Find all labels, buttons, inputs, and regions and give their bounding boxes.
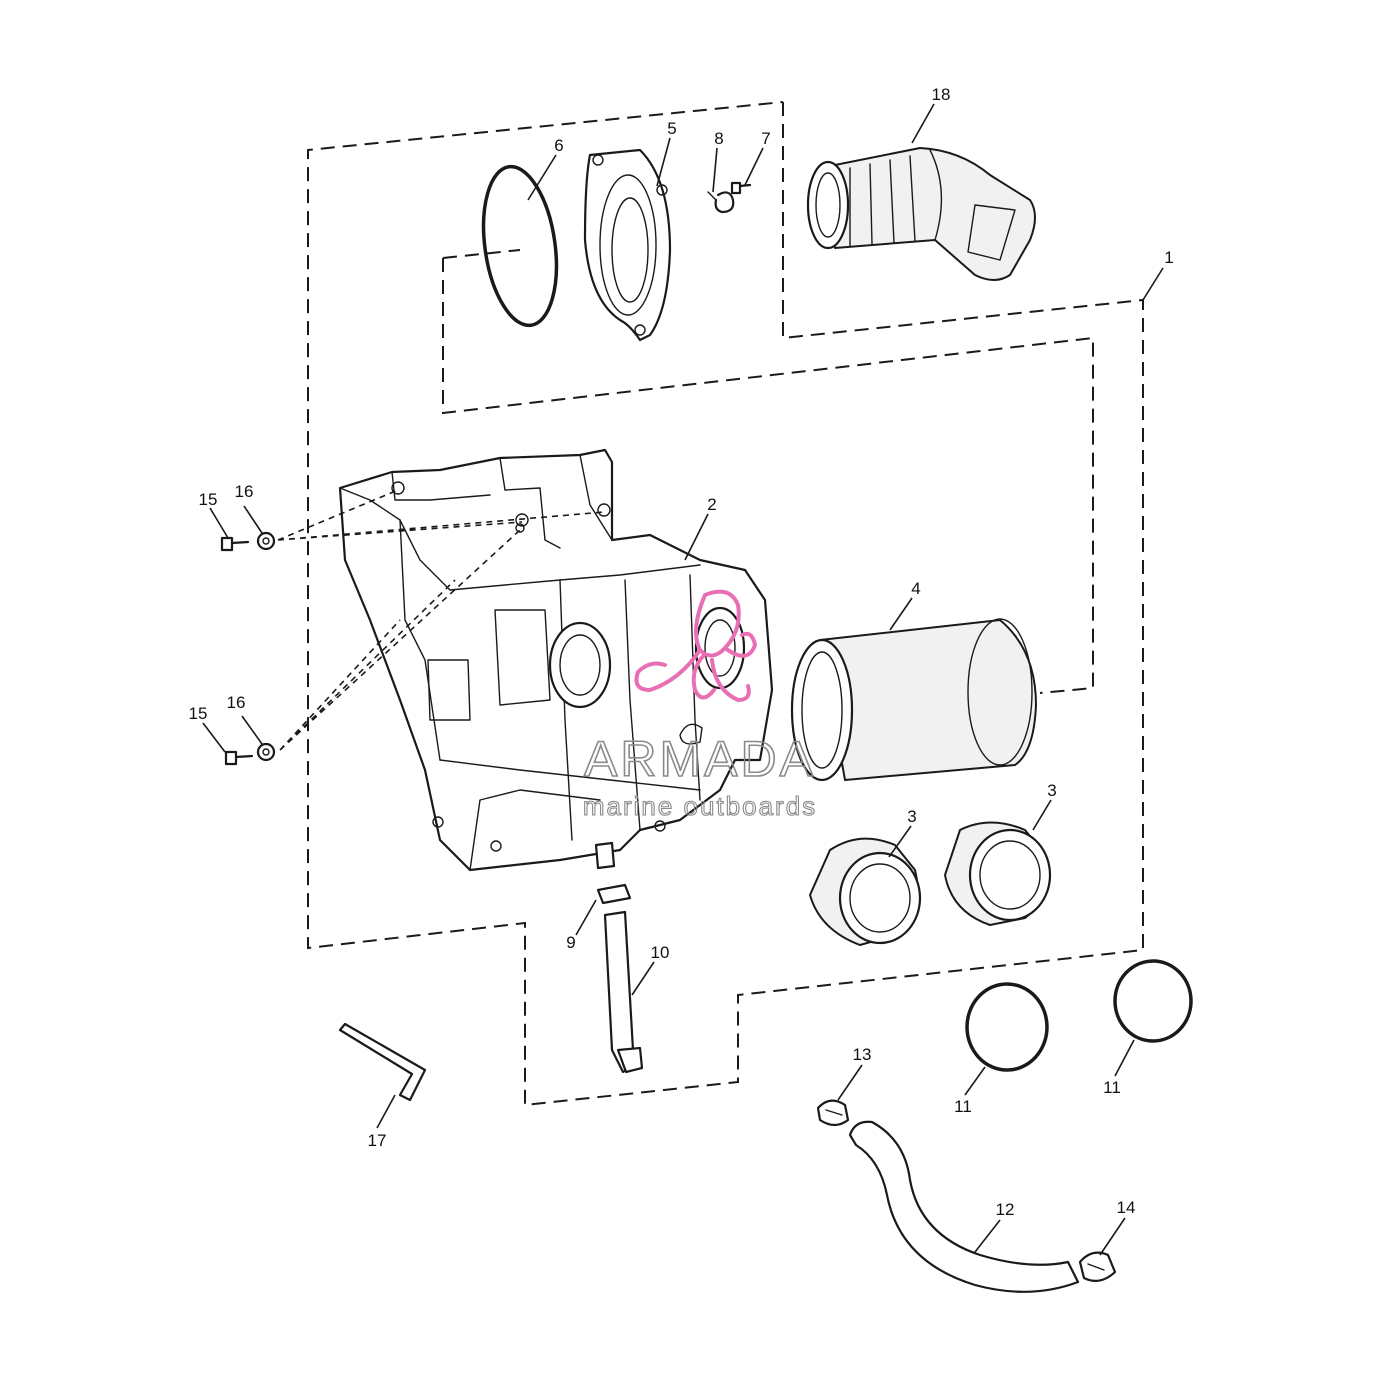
screw-small — [730, 181, 752, 195]
hex-wrench — [338, 1022, 427, 1102]
ref-label-11-left: 11 — [954, 1097, 972, 1116]
clamp-9 — [596, 883, 632, 905]
o-ring-11-right — [1113, 959, 1193, 1043]
reference-leaders — [202, 103, 1164, 1256]
ref-label-18: 18 — [932, 85, 951, 104]
ref-label-15-lower: 15 — [189, 704, 208, 723]
ref-label-10: 10 — [651, 943, 670, 962]
watermark-brand: ARMADA — [584, 731, 816, 787]
armada-watermark: ARMADA marine outboards — [582, 589, 817, 822]
ref-label-16-upper: 16 — [235, 482, 254, 501]
air-filter-element — [790, 618, 1037, 782]
washer-16-upper — [256, 531, 276, 551]
ref-label-17: 17 — [368, 1131, 387, 1150]
hose-clamp-13 — [816, 1099, 850, 1127]
ref-label-2: 2 — [707, 495, 716, 514]
ref-label-12: 12 — [996, 1200, 1015, 1219]
o-ring-11-left — [965, 982, 1049, 1072]
ref-label-7: 7 — [761, 129, 770, 148]
intake-duct-elbow — [806, 147, 1036, 281]
air-box-housing — [338, 448, 774, 872]
watermark-tagline: marine outboards — [583, 791, 817, 821]
hose-clip-small — [707, 191, 735, 214]
drain-hose-10 — [603, 910, 644, 1074]
ref-label-13: 13 — [853, 1045, 872, 1064]
reference-numbers: 1 2 3 3 4 5 6 7 8 9 10 11 11 12 13 14 15… — [189, 85, 1174, 1219]
ref-label-3-left: 3 — [907, 807, 916, 826]
ref-label-5: 5 — [667, 119, 676, 138]
o-ring-large — [481, 164, 559, 328]
rubber-joint-right — [944, 821, 1052, 926]
ref-label-16-lower: 16 — [227, 693, 246, 712]
ref-label-6: 6 — [554, 136, 563, 155]
octopus-logo-icon — [634, 589, 757, 702]
hose-clamp-14 — [1078, 1251, 1117, 1283]
washer-16-lower — [256, 742, 276, 762]
screw-15-lower — [224, 750, 254, 766]
ref-label-15-upper: 15 — [199, 490, 218, 509]
coolant-hose-12 — [848, 1120, 1080, 1293]
ref-label-4: 4 — [911, 579, 920, 598]
flange-plate — [583, 148, 672, 342]
ref-label-9: 9 — [566, 933, 575, 952]
rubber-joint-left — [809, 837, 922, 946]
ref-label-3-right: 3 — [1047, 781, 1056, 800]
ref-label-1: 1 — [1164, 248, 1173, 267]
screw-alignment-lines — [277, 489, 605, 751]
ref-label-11-right: 11 — [1103, 1078, 1121, 1097]
ref-label-14: 14 — [1117, 1198, 1136, 1217]
ref-label-8: 8 — [714, 129, 723, 148]
screw-15-upper — [220, 536, 250, 552]
assembly-outline — [307, 101, 1144, 1107]
